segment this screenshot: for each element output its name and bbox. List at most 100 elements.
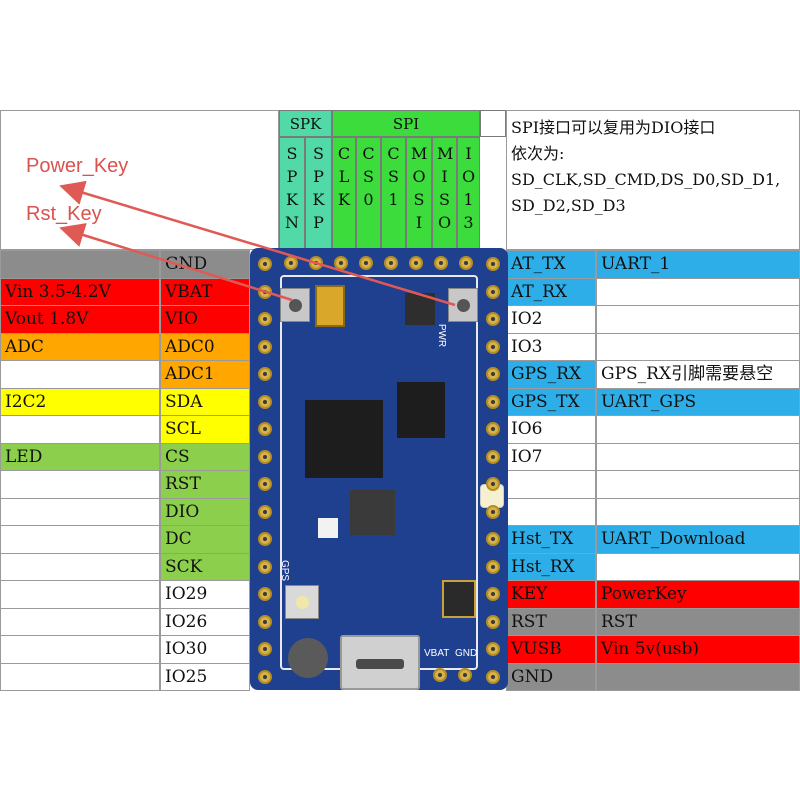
header-col-mosi: MOSI [406,137,432,250]
right-pin-at-rx: AT_RX [506,277,596,306]
left-pad [258,422,272,436]
flash-chip-icon [350,490,395,535]
left-pin-io25: IO25 [160,662,250,691]
left-pad [258,257,272,271]
note-line-4: SD_D2,SD_D3 [511,196,626,215]
header-col-spkn: SPKN [279,137,305,250]
power-key-annotation: Power_Key [26,155,129,177]
left-pad [258,587,272,601]
spk-header: SPK [279,110,332,137]
power-button-cap-icon [289,299,302,312]
right-pad [486,312,500,326]
right-func-row3-empty [596,332,800,361]
left-func-row0-empty [0,250,160,279]
right-pad [486,669,500,684]
right-func-row1-empty [596,277,800,306]
usb-slot-icon [356,659,404,669]
left-pad [258,477,272,491]
note-line-3: SD_CLK,SD_CMD,DS_D0,SD_D1, [511,170,781,189]
top-pad [284,256,298,270]
top-pad [384,256,398,270]
small-chip-icon [318,518,338,538]
left-pad [258,504,272,519]
right-pin-hst-tx: Hst_TX [506,525,596,554]
right-pad [486,257,500,271]
right-pin-gps-rx: GPS_RX [506,360,596,389]
left-pad [258,339,272,354]
gps-button[interactable] [285,585,319,619]
left-func-row14-empty [0,635,160,664]
right-pad [486,614,500,629]
left-pad [258,642,272,656]
left-pin-io26: IO26 [160,607,250,636]
gps-button-cap-icon [296,596,309,609]
rst-key-annotation: Rst_Key [26,203,102,225]
right-pin-at-tx: AT_TX [506,250,596,279]
right-pin-gps-tx: GPS_TX [506,387,596,416]
left-func-row12-empty [0,580,160,609]
left-pad [258,669,272,684]
right-pad [486,367,500,381]
left-pin-adc0: ADC0 [160,332,250,361]
header-col-spkp: SPKP [305,137,332,250]
right-pad [486,339,500,354]
left-func-vout-1-8v: Vout 1.8V [0,305,160,334]
main-chip-icon [305,400,383,478]
left-pin-vbat: VBAT [160,277,250,306]
right-pin-key: KEY [506,580,596,609]
top-pad [434,256,448,270]
left-pin-sck: SCK [160,552,250,581]
gps-chip-icon [397,382,445,438]
right-pin-hst-rx: Hst_RX [506,552,596,581]
rst-button-cap-icon [457,299,470,312]
left-func-led: LED [0,442,160,471]
left-func-row4-empty [0,360,160,389]
top-pad [409,256,423,270]
right-pin-rst: RST [506,607,596,636]
right-pad [486,504,500,519]
left-pin-sda: SDA [160,387,250,416]
left-pin-cs: CS [160,442,250,471]
left-func-row15-empty [0,662,160,691]
right-func-row15-empty [596,662,800,691]
usb-port[interactable] [340,635,420,690]
left-func-row8-empty [0,470,160,499]
note-line-2: 依次为: [511,144,565,163]
header-col-cs1: CS1 [381,137,406,250]
right-pad [486,587,500,601]
right-func-row2-empty [596,305,800,334]
header-col-io13: IO13 [457,137,480,250]
left-pad [258,614,272,629]
left-pin-adc1: ADC1 [160,360,250,389]
header-col-clk: CLK [332,137,356,250]
vbat-pad [433,668,447,682]
left-pad [258,559,272,574]
right-pad [486,559,500,574]
rst-key-arrow [59,223,293,302]
header-col-miso: MISO [432,137,457,250]
right-func-row8-empty [596,470,800,499]
buzzer-icon [288,638,328,678]
right-func-row6-empty [596,415,800,444]
left-pad [258,367,272,381]
left-pin-io29: IO29 [160,580,250,609]
note-line-1: SPI接口可以复用为DIO接口 [511,118,716,137]
right-func-vin-5v-usb: Vin 5v(usb) [596,635,800,664]
left-pad [258,449,272,464]
right-pad [486,449,500,464]
right-pad [486,477,500,491]
top-pad [359,256,373,270]
right-pad [486,532,500,546]
left-pin-dc: DC [160,525,250,554]
right-pin-vusb: VUSB [506,635,596,664]
left-pad [258,394,272,409]
power-button[interactable] [280,288,310,322]
right-pad [486,394,500,409]
left-func-row6-empty [0,415,160,444]
left-pad [258,532,272,546]
right-pin-gnd: GND [506,662,596,691]
left-pin-scl: SCL [160,415,250,444]
gnd-silk-label: GND [455,648,478,659]
header-gap-cell [480,110,506,137]
